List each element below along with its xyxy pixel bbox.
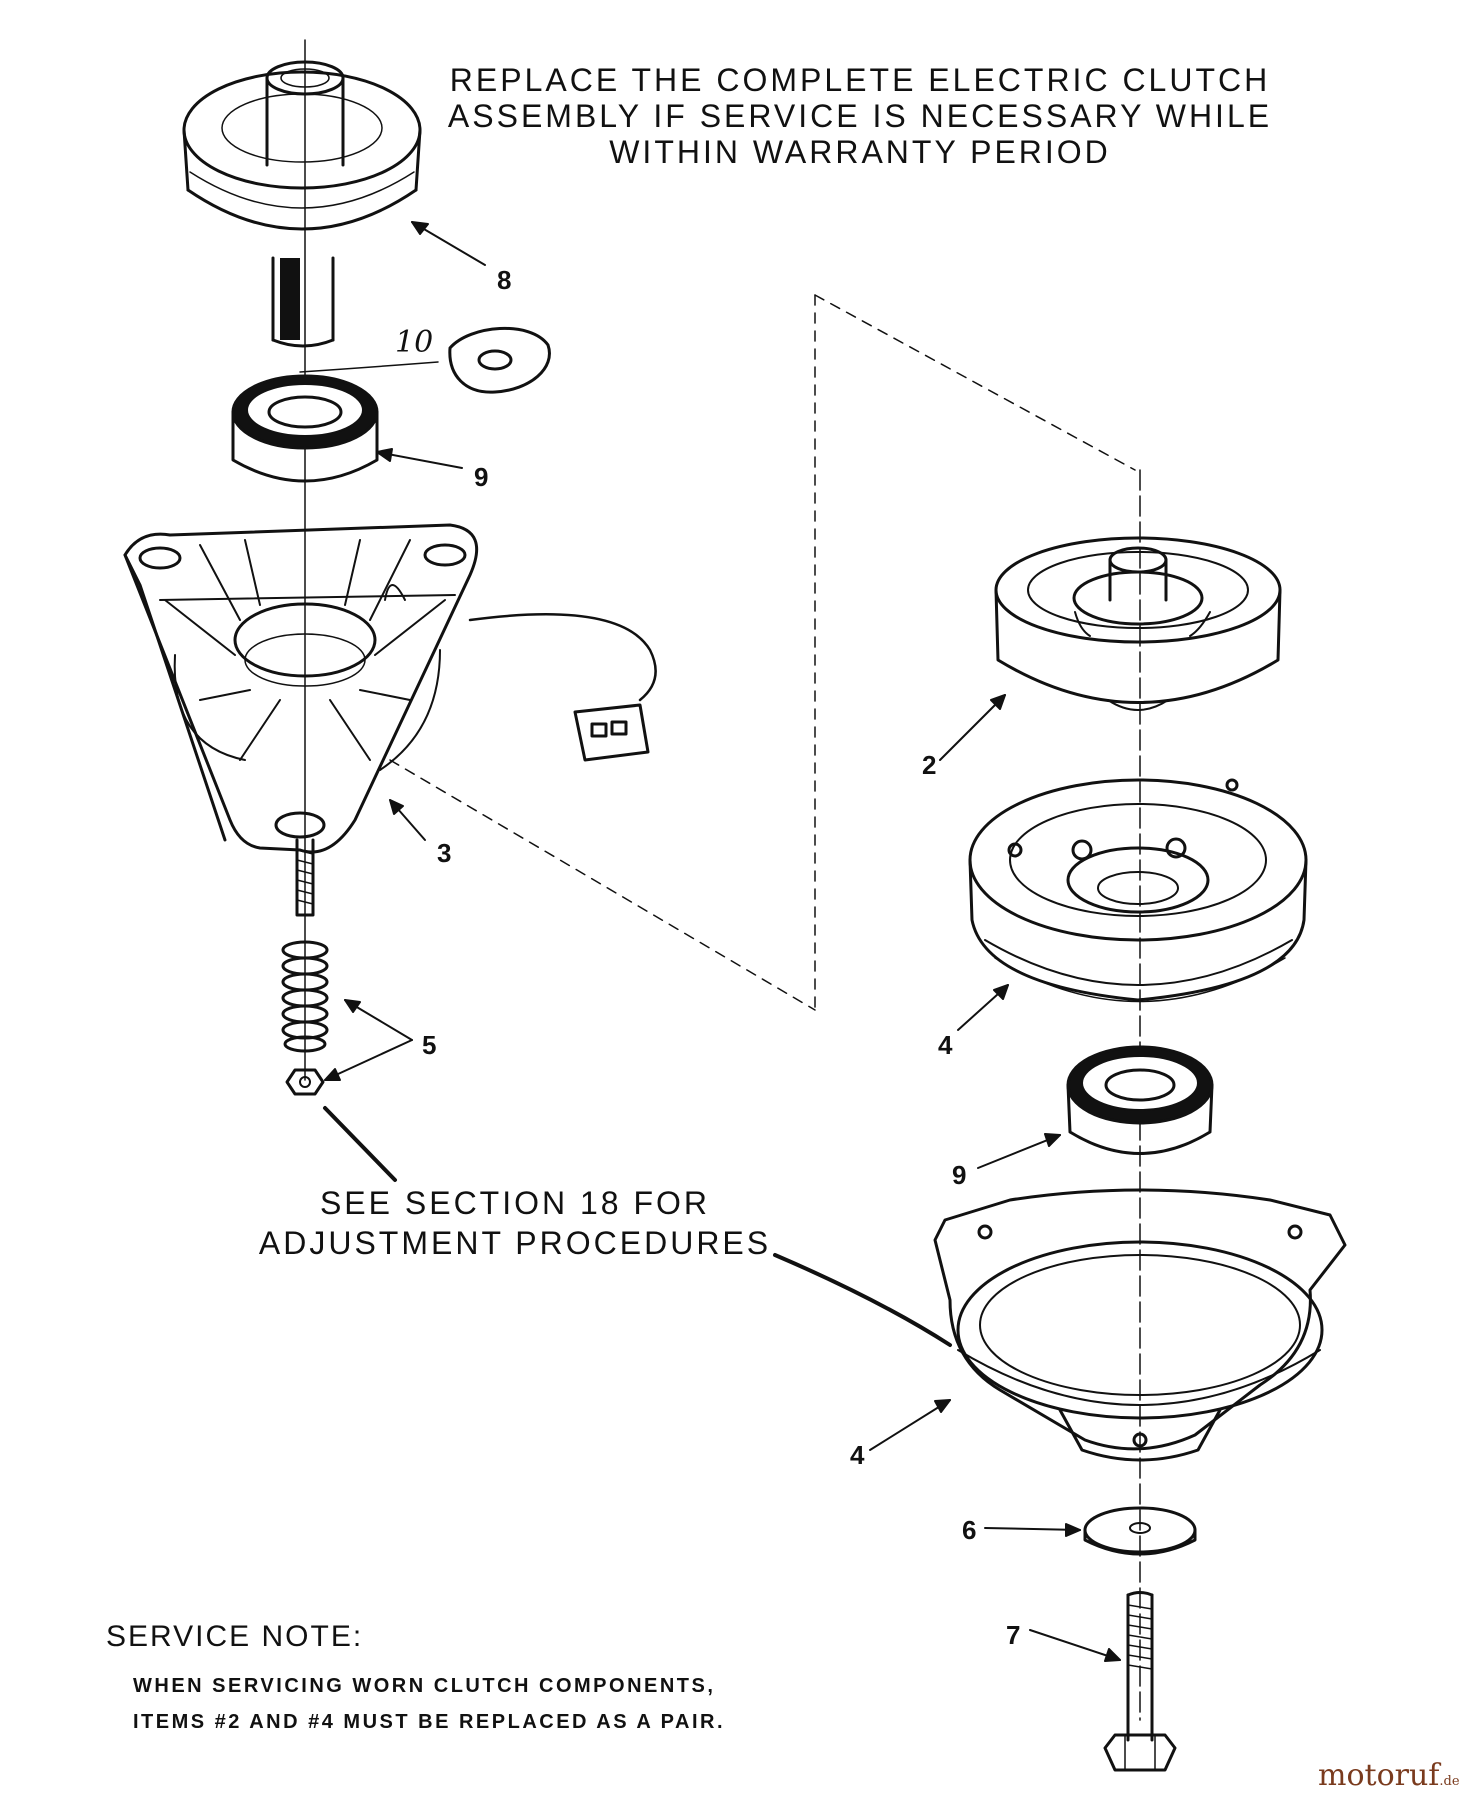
callout-6: 6 [962,1515,977,1545]
watermark-name: motoruf [1318,1758,1440,1793]
bolt-part-7 [1103,1591,1177,1772]
spring-part-5 [281,940,329,1053]
callout-4-upper: 4 [938,1030,953,1060]
section-note-line-2: ADJUSTMENT PROCEDURES [258,1225,772,1261]
warranty-note-line-3: WITHIN WARRANTY PERIOD [609,134,1111,170]
warranty-note-line-1: REPLACE THE COMPLETE ELECTRIC CLUTCH [449,62,1271,98]
stud [295,838,315,917]
leader-lines [323,221,1121,1662]
field-housing-part-4 [933,1188,1347,1462]
section-note-line-1: SEE SECTION 18 FOR [319,1185,711,1221]
bearing-part-9-upper [231,374,379,483]
callout-5: 5 [422,1030,437,1060]
callout-9-upper: 9 [474,462,489,492]
callout-9-lower: 9 [952,1160,967,1190]
callout-3: 3 [437,838,452,868]
callout-4-lower: 4 [850,1440,865,1470]
warranty-note: REPLACE THE COMPLETE ELECTRIC CLUTCH ASS… [400,62,1320,170]
nut-part-5 [285,1068,325,1096]
warranty-note-line-2: ASSEMBLY IF SERVICE IS NECESSARY WHILE [447,98,1273,134]
callout-8: 8 [497,265,512,295]
service-note-body: WHEN SERVICING WORN CLUTCH COMPONENTS, I… [133,1668,725,1740]
service-note-line-2: ITEMS #2 AND #4 MUST BE REPLACED AS A PA… [133,1711,726,1733]
service-note-title: SERVICE NOTE: [106,1620,364,1653]
watermark-logo: motoruf.de [1318,1758,1460,1793]
watermark-tld: .de [1439,1774,1460,1789]
callout-2: 2 [922,750,937,780]
service-note-line-1: WHEN SERVICING WORN CLUTCH COMPONENTS, [133,1675,716,1697]
callout-7: 7 [1006,1620,1021,1650]
section-reference-note: SEE SECTION 18 FOR ADJUSTMENT PROCEDURES [215,1183,815,1263]
bearing-part-9-lower [1066,1045,1214,1155]
washer-part-10 [299,327,551,394]
pulley-part-8 [182,60,422,348]
callout-10: 10 [395,325,434,360]
bracket-part-3 [123,523,657,854]
rotor-part-2 [994,536,1282,711]
clutch-pulley-part-4 [968,778,1308,1003]
washer-part-6 [1083,1506,1197,1556]
